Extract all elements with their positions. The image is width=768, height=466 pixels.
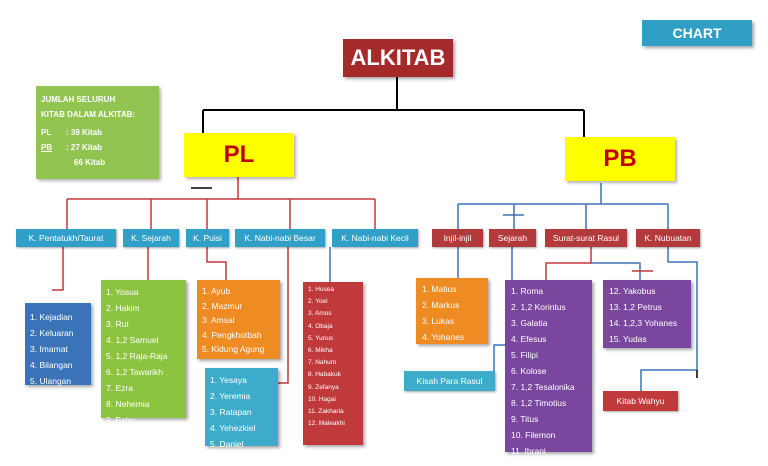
- list-pentatukh: 1. Kejadian 2. Keluaran 3. Imamat 4. Bil…: [25, 303, 91, 386]
- list-item: 4. 1,2 Samuel: [106, 335, 159, 345]
- summary-box: JUMLAH SELURUH KITAB DALAM ALKITAB: PL :…: [36, 86, 159, 179]
- list-item: 2. Markus: [422, 300, 460, 310]
- list-item: 10. Hagai: [308, 395, 336, 403]
- cat-nabi-kecil: K. Nabi-nabi Kecil: [332, 229, 418, 247]
- summary-line-2: KITAB DALAM ALKITAB:: [41, 110, 136, 119]
- cat-nabi-besar: K. Nabi-nabi Besar: [235, 229, 325, 247]
- summary-total-row: 66 Kitab: [41, 158, 154, 167]
- list-item: 3. Amsal: [202, 315, 235, 325]
- list-item: 7. Nahum: [308, 359, 337, 367]
- summary-pb-value: : 27 Kitab: [66, 143, 103, 152]
- list-item: 1. Yosua: [106, 287, 139, 297]
- list-item: 5. Yunus: [308, 334, 334, 342]
- list-item: 4. Efesus: [511, 334, 547, 344]
- list-item: 12. Maleakhi: [308, 420, 345, 428]
- list-item: 7. 1,2 Tesalonika: [511, 382, 575, 392]
- list-item: 10. Filemon: [511, 430, 556, 440]
- cat-injil: Injil-injil: [432, 229, 483, 247]
- list-item: 6. Kolose: [511, 366, 547, 376]
- summary-pb-label: PB: [41, 143, 53, 152]
- list-puisi: 1. Ayub 2. Mazmur 3. Amsal 4. Pengkhotba…: [197, 280, 280, 359]
- cat-pentatukh: K. Pentatukh/Taurat: [16, 229, 116, 247]
- list-surat-b: 12. Yakobus 13. 1,2 Petrus 14. 1,2,3 Yoh…: [603, 280, 691, 348]
- list-item: 12. Yakobus: [609, 286, 656, 296]
- summary-pl-row: PL : 39 Kitab: [41, 128, 154, 137]
- list-item: 4. Bilangan: [30, 360, 73, 370]
- list-nabi-kecil: 1. Hosea 2. Yoel 3. Amos 4. Obaja 5. Yun…: [303, 282, 363, 445]
- chart-button[interactable]: CHART: [642, 20, 752, 46]
- list-item: 6. Mikha: [308, 347, 333, 355]
- list-item: 2. Keluaran: [30, 328, 74, 338]
- list-item: 1. Hosea: [308, 286, 335, 293]
- list-item: 5. Kidung Agung: [202, 344, 265, 354]
- list-item: 9. Zefanya: [308, 383, 339, 391]
- list-item: 5. Ulangan: [30, 376, 72, 386]
- summary-pb-row: PB : 27 Kitab: [41, 143, 154, 152]
- list-item: 5. Filipi: [511, 350, 538, 360]
- list-item: 7. Ezra: [106, 383, 133, 393]
- list-item: 8. Nehemia: [106, 399, 150, 409]
- list-item: 4. Yehezkiel: [210, 423, 256, 433]
- list-item: 8. 1,2 Timotius: [511, 398, 567, 408]
- list-item: 6. 1,2 Tawarikh: [106, 367, 164, 377]
- list-item: 3. Imamat: [30, 344, 68, 354]
- list-surat-a: 1. Roma 2. 1,2 Korintus 3. Galatia 4. Ef…: [505, 280, 592, 456]
- cat-sejarah-pl: K. Sejarah: [123, 229, 179, 247]
- summary-pl-value: : 39 Kitab: [66, 128, 103, 137]
- list-sejarah-pl: 1. Yosua 2. Hakim 3. Rut 4. 1,2 Samuel 5…: [101, 280, 186, 425]
- list-nabi-besar: 1. Yesaya 2. Yeremia 3. Ratapan 4. Yehez…: [205, 368, 278, 449]
- list-item: 4. Obaja: [308, 322, 333, 330]
- list-item: 2. Hakim: [106, 303, 140, 313]
- cat-surat-rasul: Surat-surat Rasul: [545, 229, 627, 247]
- list-item: 3. Rut: [106, 319, 129, 329]
- pb-node: PB: [565, 137, 675, 181]
- summary-line-1: JUMLAH SELURUH: [41, 95, 116, 104]
- list-item: 1. Yesaya: [210, 375, 247, 385]
- list-item: 11. Zakharia: [308, 408, 344, 416]
- list-item: 9. Ester: [106, 415, 136, 425]
- list-item: 8. Habakuk: [308, 371, 341, 379]
- list-item: 3. Ratapan: [210, 407, 252, 417]
- cat-nubuatan: K. Nubuatan: [636, 229, 700, 247]
- list-item: 2. 1,2 Korintus: [511, 302, 566, 312]
- list-item: 15. Yudas: [609, 334, 647, 344]
- pl-node: PL: [184, 133, 294, 177]
- summary-total: 66 Kitab: [74, 158, 106, 167]
- list-item: 3. Lukas: [422, 316, 455, 326]
- list-item: 4. Yohanes: [422, 332, 465, 342]
- list-item: 1. Roma: [511, 286, 544, 296]
- cat-sejarah-pb: Sejarah: [489, 229, 536, 247]
- list-item: 4. Pengkhotbah: [202, 329, 262, 340]
- list-item: 2. Mazmur: [202, 300, 243, 311]
- list-item: 11. Ibrani: [511, 446, 546, 456]
- list-item: 1. Kejadian: [30, 312, 73, 322]
- list-item: 3. Amos: [308, 310, 332, 318]
- list-item: 1. Ayub: [202, 286, 231, 296]
- item-kitab-wahyu: Kitab Wahyu: [603, 391, 678, 411]
- list-item: 14. 1,2,3 Yohanes: [609, 318, 678, 328]
- list-injil: 1. Matius 2. Markus 3. Lukas 4. Yohanes: [416, 278, 488, 344]
- list-item: 2. Yoel: [308, 298, 328, 306]
- list-item: 1. Matius: [422, 284, 457, 294]
- list-item: 9. Titus: [511, 414, 539, 424]
- root-node-alkitab: ALKITAB: [343, 39, 453, 77]
- cat-puisi: K. Puisi: [186, 229, 229, 247]
- item-kisah-para-rasul: Kisah Para Rasul: [404, 371, 495, 391]
- list-item: 13. 1,2 Petrus: [609, 302, 662, 312]
- list-item: 5. Daniel: [210, 439, 244, 449]
- list-item: 3. Galatia: [511, 318, 548, 328]
- list-item: 5. 1,2 Raja-Raja: [106, 351, 168, 361]
- summary-pl-label: PL: [41, 128, 52, 137]
- list-item: 2. Yeremia: [210, 391, 251, 401]
